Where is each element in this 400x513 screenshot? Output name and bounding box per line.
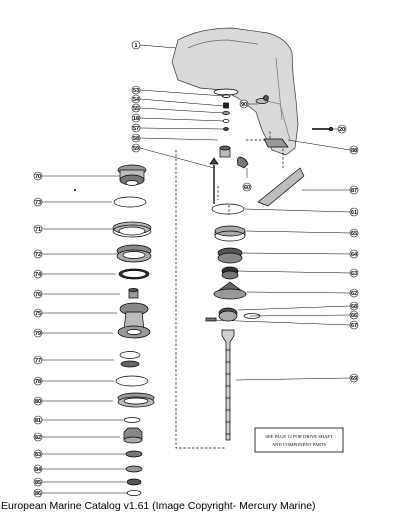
callout-90: 90: [241, 102, 247, 108]
callout-73: 73: [35, 200, 41, 206]
callout-64: 64: [351, 252, 358, 258]
callout-85: 85: [35, 480, 41, 486]
callout-70: 70: [35, 174, 41, 180]
callout-65: 65: [351, 231, 357, 237]
callout-87: 87: [351, 188, 357, 194]
callout-68: 68: [351, 304, 357, 310]
callout-72: 72: [35, 252, 41, 258]
callout-78: 78: [35, 379, 41, 385]
callout-81: 81: [35, 418, 41, 424]
callout-67: 67: [351, 323, 357, 329]
note-line-1: SEE PAGE 12 FOR DRIVE SHAFT: [265, 434, 333, 439]
callout-71: 71: [35, 227, 41, 233]
callout-58: 58: [133, 136, 139, 142]
right-gear-stack: [205, 203, 261, 441]
callout-83: 83: [35, 452, 41, 458]
callout-61: 61: [351, 210, 357, 216]
callout-62: 62: [351, 291, 357, 297]
callout-59: 59: [133, 146, 139, 152]
callout-79: 79: [35, 331, 41, 337]
callout-1: 1: [134, 43, 137, 49]
left-bearing-stack: [74, 164, 155, 496]
callout-63: 63: [351, 271, 357, 277]
callout-80: 80: [35, 399, 41, 405]
note-line-2: AND COMPONENT PARTS: [272, 442, 327, 447]
callout-84: 84: [35, 467, 42, 473]
callout-60: 60: [244, 185, 250, 191]
callout-88: 88: [351, 148, 357, 154]
callout-53: 53: [133, 88, 139, 94]
callout-75: 75: [35, 311, 41, 317]
reference-note-box: [254, 427, 344, 453]
callout-20: 20: [339, 127, 345, 133]
callout-86: 86: [35, 491, 41, 497]
callout-57: 57: [133, 126, 139, 132]
callout-leaders: [42, 44, 351, 494]
upper-small-parts: [209, 94, 334, 207]
callout-labels: 1 53 54 55 18 57 58 59 90 60 20 88 87 61…: [35, 43, 358, 497]
image-caption: European Marine Catalog v1.61 (Image Cop…: [1, 500, 316, 512]
callout-55: 55: [133, 106, 139, 112]
callout-18: 18: [133, 116, 139, 122]
callout-circles: [33, 40, 359, 498]
callout-82: 82: [35, 435, 41, 441]
callout-66: 66: [351, 313, 357, 319]
callout-76: 76: [35, 292, 41, 298]
callout-69: 69: [351, 376, 357, 382]
callout-74: 74: [35, 272, 42, 278]
reference-note: SEE PAGE 12 FOR DRIVE SHAFT AND COMPONEN…: [265, 434, 333, 447]
gear-housing: [171, 27, 299, 156]
callout-54: 54: [133, 97, 140, 103]
exploded-parts-diagram: 1 53 54 55 18 57 58 59 90 60 20 88 87 61…: [33, 27, 359, 498]
callout-77: 77: [35, 358, 41, 364]
